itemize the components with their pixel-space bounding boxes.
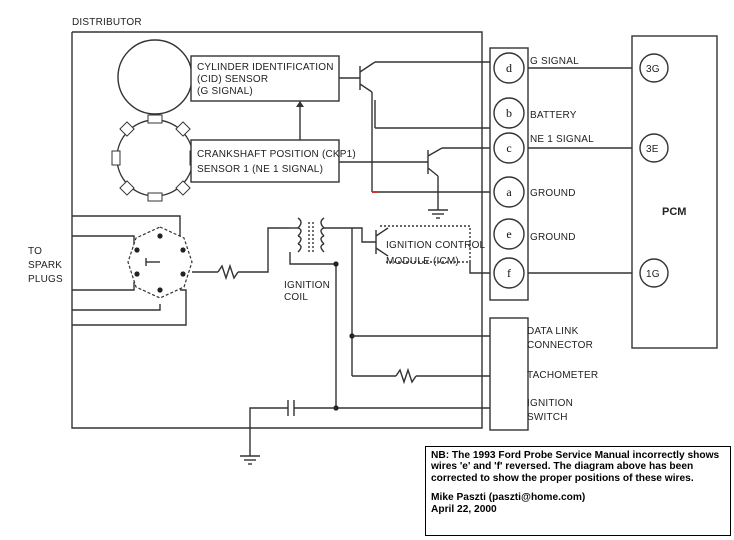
cid-sensor-box	[190, 55, 340, 102]
ground-symbol-external	[240, 455, 260, 465]
terminal-d-letter: d	[506, 61, 512, 75]
terminal-d-label: G SIGNAL	[530, 56, 579, 67]
note-date: April 22, 2000	[431, 503, 497, 515]
ckp-sensor-box	[190, 139, 340, 183]
distributor-label: DISTRIBUTOR	[72, 17, 142, 28]
cid-label-1: CYLINDER IDENTIFICATION	[197, 62, 334, 73]
terminal-c-letter: c	[506, 141, 511, 155]
spark-plugs-label-2: SPARK	[28, 260, 62, 271]
ckp-label-2: SENSOR 1 (NE 1 SIGNAL)	[197, 164, 323, 175]
distributor-housing	[71, 31, 483, 429]
terminal-a	[493, 176, 525, 208]
high-tension-lead	[192, 227, 290, 281]
ckp-rotor	[111, 114, 199, 202]
icm-label-1: IGNITION CONTROL	[386, 240, 486, 251]
coil-primary-bus	[333, 228, 490, 411]
terminal-c-label: NE 1 SIGNAL	[530, 134, 594, 145]
ne1-transistor	[339, 147, 490, 192]
distributor-cap	[127, 226, 193, 299]
pcm-pin-3g: 3G	[639, 53, 669, 83]
sensor-link-arrow	[296, 101, 304, 107]
spark-plugs-label-3: PLUGS	[28, 274, 63, 285]
tachometer-label: TACHOMETER	[527, 370, 598, 381]
terminal-d	[493, 52, 525, 84]
cid-label-3: (G SIGNAL)	[197, 86, 253, 97]
pcm-label: PCM	[662, 206, 686, 218]
pcm-pin-3g-label: 3G	[646, 64, 660, 75]
terminal-f-letter: f	[507, 266, 511, 280]
icm-transistor	[348, 227, 389, 257]
data-link-label-1: DATA LINK	[527, 326, 579, 337]
ignition-switch-label-2: SWITCH	[527, 412, 568, 423]
cid-label-2: (CID) SENSOR	[197, 74, 268, 85]
note-author: Mike Paszti (paszti@home.com)	[431, 492, 586, 504]
terminal-c	[493, 132, 525, 164]
terminal-a-letter: a	[506, 185, 512, 199]
ignition-coil-label-1: IGNITION	[284, 280, 330, 291]
terminal-e-label: GROUND	[530, 232, 576, 243]
pcm-module	[631, 35, 718, 349]
terminal-a-label: GROUND	[530, 188, 576, 199]
condenser	[249, 400, 336, 456]
pcm-pin-3e-label: 3E	[646, 144, 659, 155]
ignition-coil-label-2: COIL	[284, 292, 308, 303]
cid-rotor	[117, 39, 193, 115]
terminal-b-label: BATTERY	[530, 110, 577, 121]
external-connector-block	[489, 317, 529, 431]
icm-outline	[380, 225, 471, 263]
terminal-b-letter: b	[506, 106, 512, 120]
terminal-f	[493, 257, 525, 289]
terminal-e	[493, 218, 525, 250]
data-link-label-2: CONNECTOR	[527, 340, 593, 351]
pcm-pin-1g: 1G	[639, 258, 669, 288]
terminal-e-letter: e	[506, 227, 511, 241]
ignition-switch-label-1: IGNITION	[527, 398, 573, 409]
correction-note: NB: The 1993 Ford Probe Service Manual i…	[425, 446, 731, 536]
ground-symbol-internal	[428, 209, 448, 219]
ignition-coil	[289, 217, 348, 265]
icm-to-f-wire	[469, 262, 490, 274]
ckp-label-1: CRANKSHAFT POSITION (CKP1)	[197, 149, 356, 160]
note-text: NB: The 1993 Ford Probe Service Manual i…	[431, 450, 720, 484]
g-signal-transistor	[339, 61, 490, 192]
pcm-pin-1g-label: 1G	[646, 269, 660, 280]
terminal-b	[493, 97, 525, 129]
pcm-pin-3e: 3E	[639, 133, 669, 163]
icm-label-2: MODULE (ICM)	[386, 256, 459, 267]
spark-plugs-label-1: TO	[28, 246, 42, 257]
